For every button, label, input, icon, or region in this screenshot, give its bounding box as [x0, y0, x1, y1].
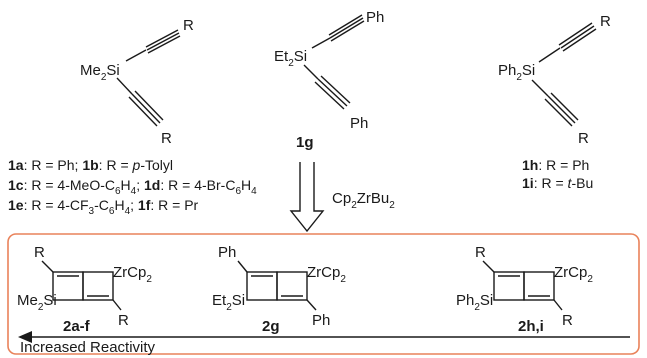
reactant-1-legend: 1a: R = Ph; 1b: R = p-Tolyl 1c: R = 4-Me… — [8, 157, 257, 217]
reaction-arrow-icon — [289, 162, 325, 233]
product-2-structure: Ph ZrCp2 Et2Si Ph 2g — [212, 244, 346, 335]
r2-ph-bottom: Ph — [350, 115, 368, 132]
reactivity-label: Increased Reactivity — [20, 339, 156, 356]
r1-upper-triple-bond — [145, 29, 181, 54]
r1-r-bottom: R — [161, 130, 172, 147]
r3-upper-bond — [538, 47, 561, 63]
p2-substituent-bottom: Ph — [312, 312, 330, 329]
r2-lower-triple-bond — [314, 75, 351, 110]
r3-silicon-label: Ph2Si — [498, 62, 535, 83]
r2-compound-label: 1g — [296, 134, 314, 151]
r3-r-top: R — [600, 13, 611, 30]
r2-ph-top: Ph — [366, 9, 384, 26]
r3-lower-bond — [531, 79, 549, 97]
reactant-3-structure: Ph2Si R R — [498, 13, 611, 147]
p2-silicon-label: Et2Si — [212, 292, 245, 313]
p3-zr-label: ZrCp2 — [554, 264, 593, 285]
r2-upper-triple-bond — [328, 14, 365, 42]
reactivity-arrow-head-icon — [18, 331, 32, 343]
r3-upper-triple-bond — [558, 22, 597, 52]
reactant-3-legend: 1h: R = Ph 1i: R = t-Bu — [522, 157, 593, 191]
r3-legend-line-2: 1i: R = t-Bu — [522, 175, 593, 191]
p1-substituent-bottom: R — [118, 312, 129, 329]
r1-legend-line-3: 1e: R = 4-CF3-C6H4; 1f: R = Pr — [8, 197, 199, 217]
r1-r-top: R — [183, 17, 194, 34]
product-box — [7, 233, 640, 355]
p1-silicon-label: Me2Si — [17, 292, 57, 313]
r3-lower-triple-bond — [544, 92, 579, 127]
product-3-structure: R ZrCp2 Ph2Si R 2h,i — [456, 244, 593, 335]
p2-substituent: Ph — [218, 244, 236, 261]
r2-lower-bond — [303, 64, 319, 80]
r1-lower-triple-bond — [128, 90, 164, 127]
p1-zr-label: ZrCp2 — [113, 264, 152, 285]
p3-substituent-bottom: R — [562, 312, 573, 329]
r1-lower-bond — [116, 77, 133, 95]
product-1-structure: R ZrCp2 Me2Si R 2a-f — [17, 244, 152, 335]
r3-r-bottom: R — [578, 130, 589, 147]
r1-legend-line-2: 1c: R = 4-MeO-C6H4; 1d: R = 4-Br-C6H4 — [8, 177, 257, 197]
p3-compound-label: 2h,i — [518, 318, 544, 335]
r1-upper-bond — [125, 49, 147, 62]
r3-legend-line-1: 1h: R = Ph — [522, 157, 589, 173]
p1-compound-label: 2a-f — [63, 318, 91, 335]
r2-upper-bond — [311, 37, 331, 49]
p3-substituent: R — [475, 244, 486, 261]
p1-substituent: R — [34, 244, 45, 261]
p2-compound-label: 2g — [262, 318, 280, 335]
p3-silicon-label: Ph2Si — [456, 292, 493, 313]
r2-silicon-label: Et2Si — [274, 48, 307, 69]
r1-legend-line-1: 1a: R = Ph; 1b: R = p-Tolyl — [8, 157, 173, 173]
r1-silicon-label: Me2Si — [80, 62, 120, 83]
p2-zr-label: ZrCp2 — [307, 264, 346, 285]
reactant-2-structure: Et2Si Ph Ph 1g — [274, 9, 384, 151]
reagent-label: Cp2ZrBu2 — [332, 190, 395, 211]
reactant-1-structure: Me2Si R R — [80, 17, 194, 147]
